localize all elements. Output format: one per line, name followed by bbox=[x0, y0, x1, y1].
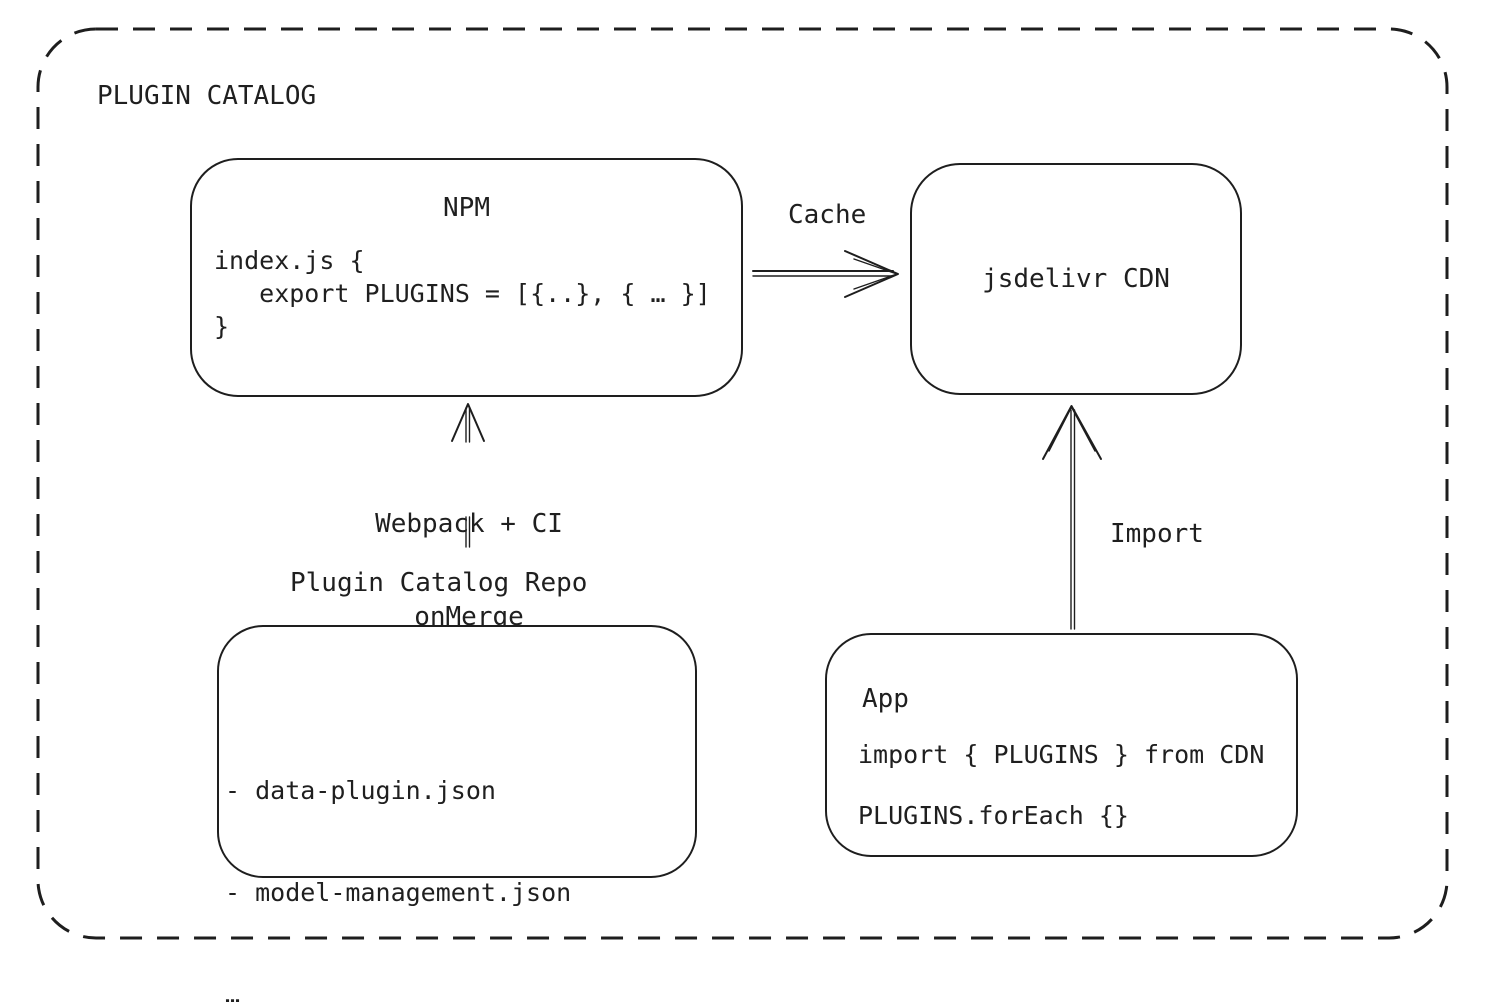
import-arrow-icon bbox=[1042, 405, 1102, 630]
catalog-dashed-boundary bbox=[36, 27, 1449, 940]
npm-node bbox=[190, 158, 743, 397]
cdn-node-label: jsdelivr CDN bbox=[982, 264, 1170, 294]
cache-edge-label: Cache bbox=[788, 200, 867, 230]
app-node bbox=[825, 633, 1298, 857]
repo-node-title: Plugin Catalog Repo bbox=[290, 568, 588, 598]
app-node-title: App bbox=[862, 684, 909, 714]
repo-file-item: - data-plugin.json bbox=[225, 776, 496, 805]
repo-file-item: … bbox=[225, 980, 241, 1002]
build-arrow-icon bbox=[451, 403, 485, 548]
build-edge-label-line1: Webpack + CI bbox=[375, 509, 563, 539]
app-code-import-line: import { PLUGINS } from CDN bbox=[858, 740, 1265, 769]
diagram-title: PLUGIN CATALOG bbox=[97, 81, 317, 111]
import-edge-label: Import bbox=[1110, 519, 1204, 549]
cache-arrow-icon bbox=[752, 250, 899, 298]
app-code-foreach-line: PLUGINS.forEach {} bbox=[858, 801, 1129, 830]
repo-file-list: - data-plugin.json - model-management.js… bbox=[225, 706, 571, 1002]
npm-node-title: NPM bbox=[443, 193, 490, 223]
repo-node bbox=[217, 625, 697, 878]
cdn-node: jsdelivr CDN bbox=[910, 163, 1242, 395]
npm-code-snippet: index.js { export PLUGINS = [{..}, { … }… bbox=[214, 246, 711, 341]
repo-file-item: - model-management.json bbox=[225, 878, 572, 907]
